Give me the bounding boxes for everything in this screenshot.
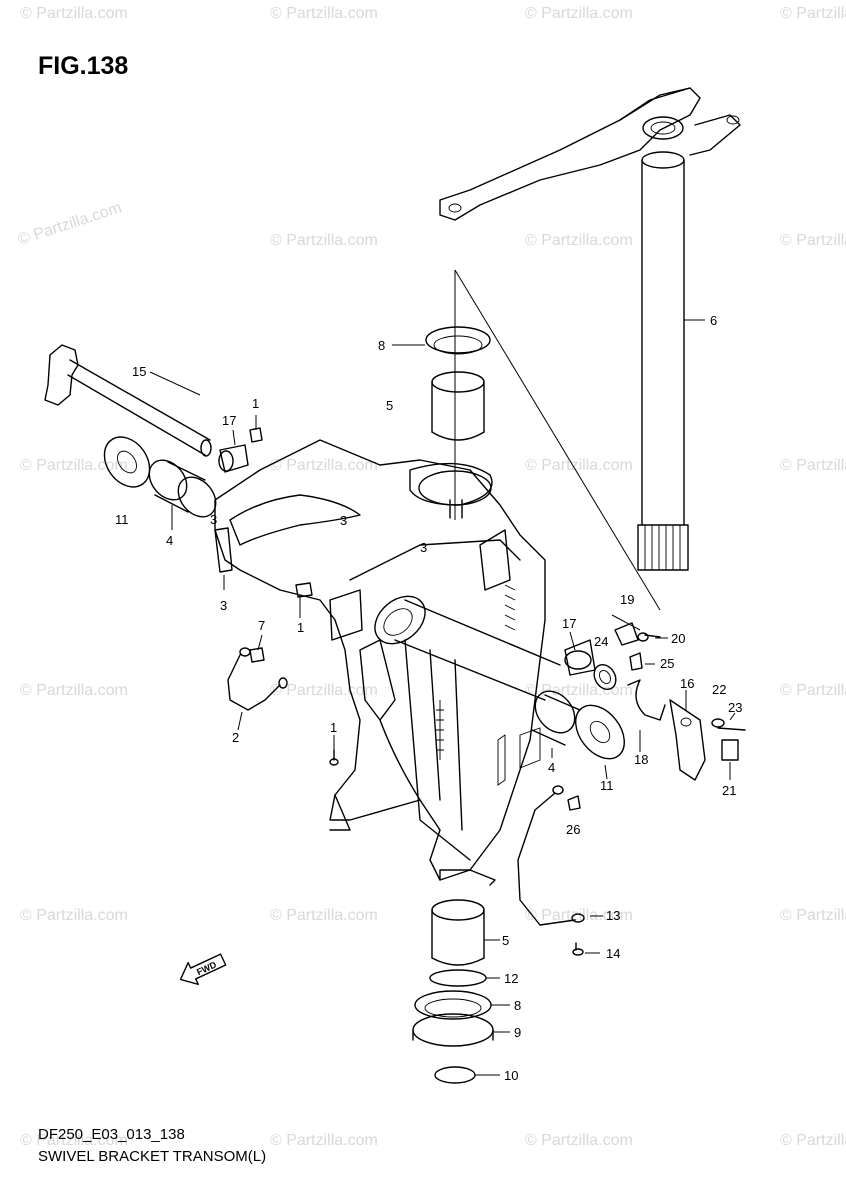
ground-wires bbox=[227, 582, 585, 956]
assembly-guide-lines bbox=[454, 269, 661, 611]
callout-15: 15 bbox=[132, 364, 146, 379]
callout-2: 2 bbox=[232, 730, 239, 745]
callout-4: 4 bbox=[548, 760, 555, 775]
forward-arrow-icon: FWD bbox=[179, 953, 227, 986]
cast-mark: 3 bbox=[210, 512, 217, 527]
callout-25: 25 bbox=[660, 656, 674, 671]
watermark: © Partzilla.com bbox=[20, 457, 128, 474]
steering-shaft-part-6 bbox=[439, 87, 741, 571]
watermark: © Partzilla.com bbox=[270, 1132, 378, 1149]
figure-name: SWIVEL BRACKET TRANSOM(L) bbox=[38, 1148, 267, 1165]
figure-title: FIG.138 bbox=[38, 52, 129, 80]
watermark: © Partzilla.com bbox=[780, 1132, 846, 1149]
callout-8: 8 bbox=[378, 338, 385, 353]
callout-numbers: 1 1 1 2 3 4 4 5 5 6 7 8 8 9 10 11 11 12 … bbox=[115, 313, 742, 1083]
watermark: © Partzilla.com bbox=[270, 907, 378, 924]
callout-12: 12 bbox=[504, 971, 518, 986]
watermark: © Partzilla.com bbox=[270, 232, 378, 249]
callout-1: 1 bbox=[252, 396, 259, 411]
watermark: © Partzilla.com bbox=[16, 199, 124, 248]
lower-bushing-stack bbox=[412, 899, 510, 1084]
callout-1: 1 bbox=[330, 720, 337, 735]
watermark: © Partzilla.com bbox=[270, 5, 378, 22]
watermark: © Partzilla.com bbox=[525, 682, 633, 699]
watermark: © Partzilla.com bbox=[780, 5, 846, 22]
callout-3: 3 bbox=[220, 598, 227, 613]
swivel-bracket-body: 3 3 3 bbox=[210, 439, 561, 886]
callout-23: 23 bbox=[728, 700, 742, 715]
callout-9: 9 bbox=[514, 1025, 521, 1040]
watermark: © Partzilla.com bbox=[525, 5, 633, 22]
watermark: © Partzilla.com bbox=[780, 457, 846, 474]
callout-1: 1 bbox=[297, 620, 304, 635]
callout-19: 19 bbox=[620, 592, 634, 607]
callout-17: 17 bbox=[222, 413, 236, 428]
watermark: © Partzilla.com bbox=[780, 907, 846, 924]
callout-4: 4 bbox=[166, 533, 173, 548]
watermark-layer: © Partzilla.com © Partzilla.com © Partzi… bbox=[16, 5, 846, 1149]
watermark: © Partzilla.com bbox=[20, 907, 128, 924]
callout-8: 8 bbox=[514, 998, 521, 1013]
cast-mark: 3 bbox=[420, 540, 427, 555]
callout-7: 7 bbox=[258, 618, 265, 633]
left-side-parts bbox=[44, 344, 263, 530]
callout-14: 14 bbox=[606, 946, 620, 961]
callout-10: 10 bbox=[504, 1068, 518, 1083]
upper-bushing-parts bbox=[392, 326, 491, 441]
figure-code: DF250_E03_013_138 bbox=[38, 1126, 185, 1143]
watermark: © Partzilla.com bbox=[270, 457, 378, 474]
callout-26: 26 bbox=[566, 822, 580, 837]
callout-5: 5 bbox=[386, 398, 393, 413]
callout-13: 13 bbox=[606, 908, 620, 923]
callout-11: 11 bbox=[600, 778, 614, 793]
watermark: © Partzilla.com bbox=[780, 232, 846, 249]
watermark: © Partzilla.com bbox=[525, 907, 633, 924]
callout-24: 24 bbox=[594, 634, 608, 649]
watermark: © Partzilla.com bbox=[780, 682, 846, 699]
callout-17: 17 bbox=[562, 616, 576, 631]
watermark: © Partzilla.com bbox=[525, 1132, 633, 1149]
callout-20: 20 bbox=[671, 631, 685, 646]
watermark: © Partzilla.com bbox=[20, 1132, 128, 1149]
callout-11: 11 bbox=[115, 512, 129, 527]
leader-lines bbox=[223, 415, 736, 954]
right-side-parts bbox=[531, 614, 746, 781]
callout-6: 6 bbox=[710, 313, 717, 328]
callout-18: 18 bbox=[634, 752, 648, 767]
watermark: © Partzilla.com bbox=[20, 5, 128, 22]
watermark: © Partzilla.com bbox=[525, 457, 633, 474]
cast-mark: 3 bbox=[340, 513, 347, 528]
watermark: © Partzilla.com bbox=[20, 682, 128, 699]
callout-22: 22 bbox=[712, 682, 726, 697]
watermark: © Partzilla.com bbox=[525, 232, 633, 249]
callout-16: 16 bbox=[680, 676, 694, 691]
callout-21: 21 bbox=[722, 783, 736, 798]
callout-5: 5 bbox=[502, 933, 509, 948]
